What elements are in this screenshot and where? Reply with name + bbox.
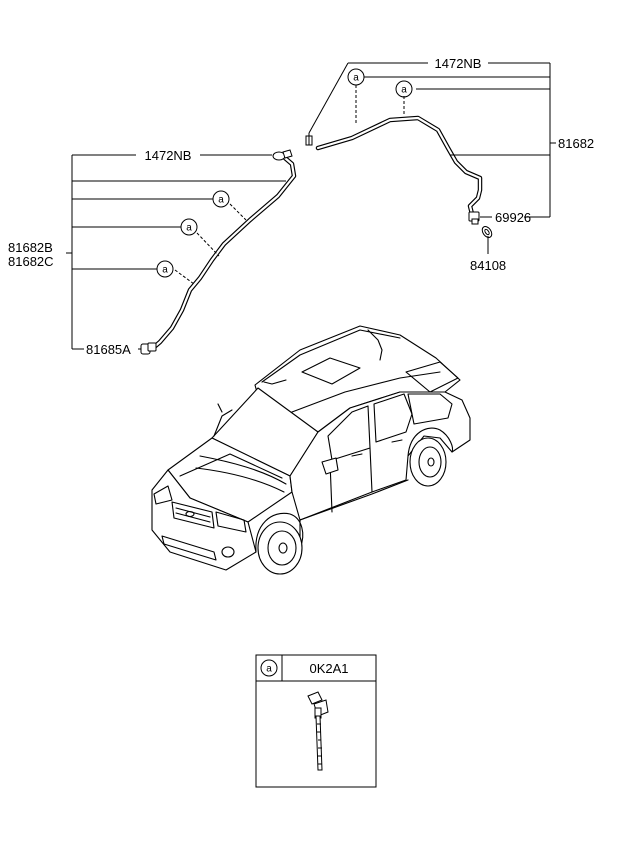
svg-text:a: a xyxy=(186,223,192,234)
legend-callout-circle: a xyxy=(260,659,278,677)
nozzle-84108 xyxy=(481,226,493,238)
callout-circle: a xyxy=(347,68,365,86)
right-leaders xyxy=(308,62,556,254)
callout-circle: a xyxy=(395,80,413,98)
label-69926: 69926 xyxy=(495,210,531,225)
joint-69926 xyxy=(468,211,480,225)
label-81682: 81682 xyxy=(558,136,594,151)
label-81682b: 81682B xyxy=(8,240,53,255)
svg-text:a: a xyxy=(218,195,224,206)
svg-text:a: a xyxy=(401,85,407,96)
label-81685a: 81685A xyxy=(86,342,131,357)
svg-text:a: a xyxy=(266,664,272,675)
label-84108: 84108 xyxy=(470,258,506,273)
svg-text:a: a xyxy=(162,265,168,276)
hose-clip-top xyxy=(305,133,313,146)
legend-box: a 0K2A1 xyxy=(255,654,377,788)
label-81682c: 81682C xyxy=(8,254,54,269)
right-hose-assembly xyxy=(305,115,493,238)
callout-circle: a xyxy=(180,218,198,236)
left-hose-assembly xyxy=(140,149,297,355)
vehicle-illustration xyxy=(151,325,471,575)
connector-81685a xyxy=(140,342,157,355)
callout-circle: a xyxy=(212,190,230,208)
callout-circle: a xyxy=(156,260,174,278)
hose-clip-left xyxy=(272,149,293,161)
cable-tie-clip-icon xyxy=(307,691,329,771)
left-leaders xyxy=(66,154,286,350)
svg-text:a: a xyxy=(353,73,359,84)
legend-part-number: 0K2A1 xyxy=(309,661,348,676)
label-1472nb-left: 1472NB xyxy=(145,148,192,163)
label-1472nb-top: 1472NB xyxy=(435,56,482,71)
